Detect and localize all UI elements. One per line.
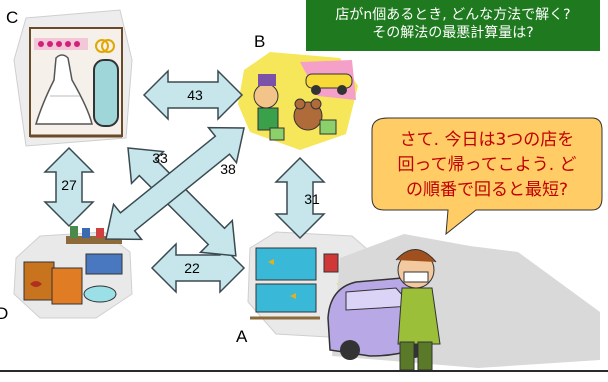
speech-bubble-line-3: の順番で回ると最短? [405,180,569,200]
edge-arrow-d-a [150,242,246,294]
edge-label-c-b: 43 [187,87,203,103]
edge-label-b-d: 38 [220,161,236,177]
problem-banner-line-1: 店がn個あるとき, どんな方法で解く? [335,7,571,23]
man-with-car-illustration [327,234,600,371]
edge-label-d-a: 22 [184,260,200,276]
speech-bubble-line-1: さて. 今日は3つの店を [399,130,575,150]
speech-bubble-text: さて. 今日は3つの店を 回って帰ってこよう. ど の順番で回ると最短? [374,128,600,203]
edge-arrow-c-d [43,146,95,228]
edge-arrow-c-a [127,147,237,257]
edge-label-c-d: 27 [61,177,77,193]
edge-label-b-a: 31 [304,191,320,207]
problem-banner-line-2: その解法の最悪計算量は? [372,25,534,41]
edge-arrow-b-a [274,156,326,240]
speech-bubble [371,117,603,236]
store-c-illustration [13,9,133,147]
store-a-label: A [236,327,248,346]
store-d-label: D [0,304,9,323]
store-c-label: C [6,8,19,27]
edge-label-c-a: 33 [152,150,168,166]
bottom-divider [0,370,608,372]
problem-banner: 店がn個あるとき, どんな方法で解く? その解法の最悪計算量は? [306,0,600,51]
store-b-label: B [254,32,266,51]
speech-bubble-line-2: 回って帰ってこよう. ど [397,155,577,175]
edge-arrow-b-d [105,126,245,241]
store-b-illustration [238,52,358,150]
store-d-illustration [13,226,133,319]
edge-arrow-c-b [142,69,244,121]
